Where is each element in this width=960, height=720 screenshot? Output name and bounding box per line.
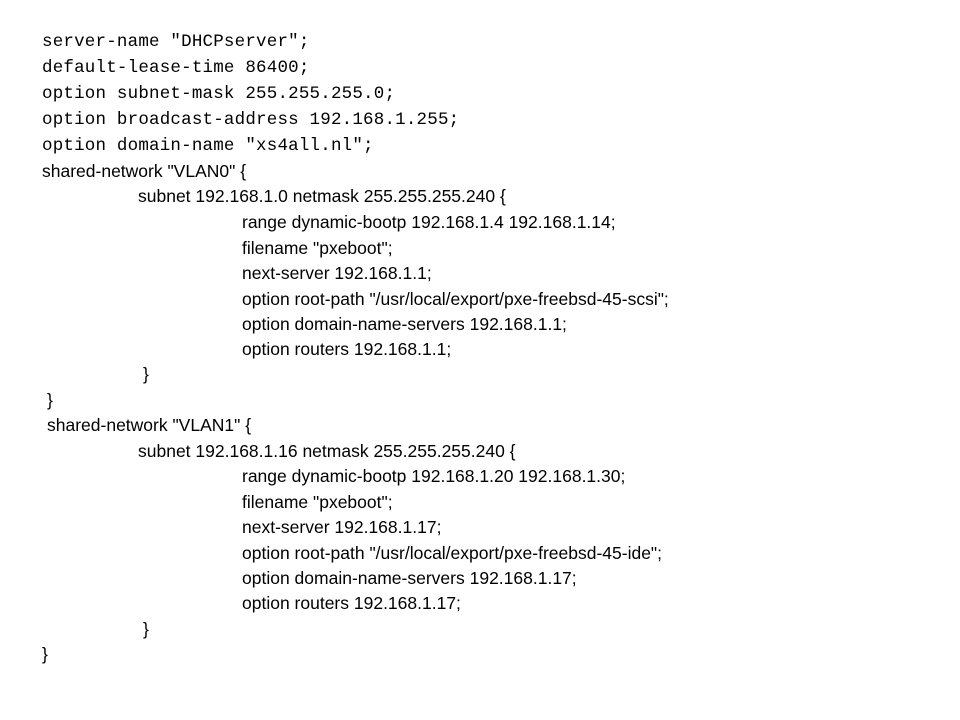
config-line-dns-vlan1: option domain-name-servers 192.168.1.17; bbox=[242, 568, 577, 588]
config-line-broadcast-address: option broadcast-address 192.168.1.255; bbox=[42, 110, 460, 130]
config-line-routers-vlan0: option routers 192.168.1.1; bbox=[242, 339, 452, 359]
config-line-next-server-vlan1: next-server 192.168.1.17; bbox=[242, 517, 442, 537]
config-line-filename-vlan0: filename "pxeboot"; bbox=[242, 238, 393, 258]
config-line-subnet-mask: option subnet-mask 255.255.255.0; bbox=[42, 84, 396, 104]
config-line-server-name: server-name "DHCPserver"; bbox=[42, 32, 310, 52]
config-line-dns-vlan0: option domain-name-servers 192.168.1.1; bbox=[242, 314, 567, 334]
config-line-close-network-vlan1: } bbox=[42, 644, 48, 664]
config-line-shared-network-vlan1: shared-network "VLAN1" { bbox=[47, 415, 252, 435]
config-line-range-vlan1: range dynamic-bootp 192.168.1.20 192.168… bbox=[242, 466, 626, 486]
config-line-shared-network-vlan0: shared-network "VLAN0" { bbox=[42, 161, 247, 181]
config-line-range-vlan0: range dynamic-bootp 192.168.1.4 192.168.… bbox=[242, 212, 616, 232]
config-line-root-path-vlan0: option root-path "/usr/local/export/pxe-… bbox=[242, 289, 669, 309]
config-line-close-network-vlan0: } bbox=[47, 390, 53, 410]
config-line-domain-name: option domain-name "xs4all.nl"; bbox=[42, 136, 374, 156]
config-line-close-subnet-vlan1: } bbox=[143, 619, 149, 639]
config-line-filename-vlan1: filename "pxeboot"; bbox=[242, 492, 393, 512]
config-line-subnet-vlan1: subnet 192.168.1.16 netmask 255.255.255.… bbox=[138, 441, 516, 461]
config-line-close-subnet-vlan0: } bbox=[143, 364, 149, 384]
config-line-subnet-vlan0: subnet 192.168.1.0 netmask 255.255.255.2… bbox=[138, 186, 506, 206]
config-line-root-path-vlan1: option root-path "/usr/local/export/pxe-… bbox=[242, 543, 663, 563]
config-line-next-server-vlan0: next-server 192.168.1.1; bbox=[242, 263, 432, 283]
config-line-routers-vlan1: option routers 192.168.1.17; bbox=[242, 593, 461, 613]
config-line-default-lease-time: default-lease-time 86400; bbox=[42, 58, 310, 78]
